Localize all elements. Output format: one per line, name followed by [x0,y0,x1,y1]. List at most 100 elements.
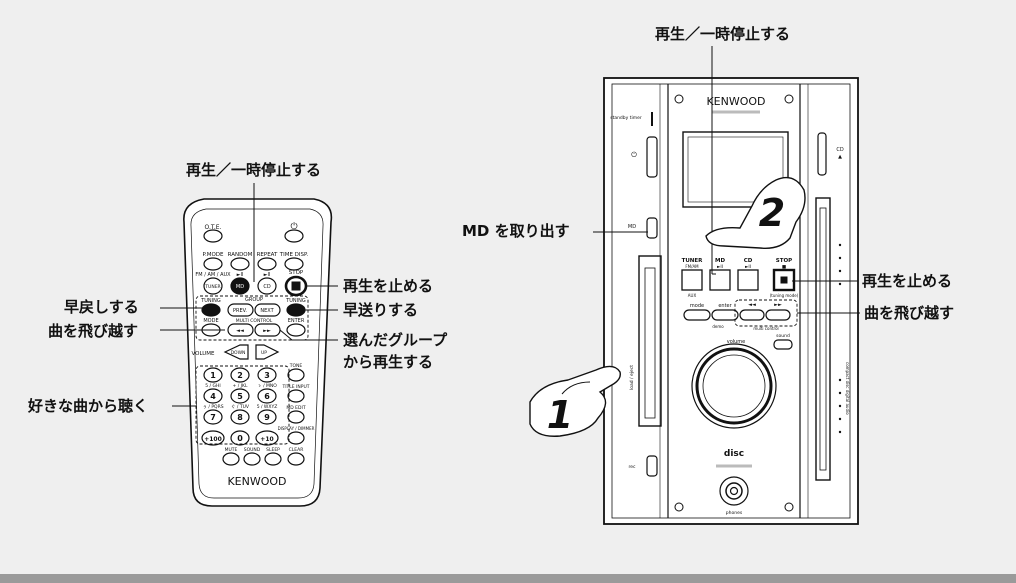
key-2: 2 [237,371,243,380]
label-remote-group-play-2: から再生する [343,353,434,371]
remote-mode-label: MODE [203,318,218,324]
remote-power-label: ⏻ [290,221,297,232]
remote-fmamaux-label: FM / AM / AUX [195,272,231,278]
remote-mdedit-label: MD EDIT [286,405,305,411]
remote-multicontrol-label: MULTI CONTROL [236,318,273,324]
label-remote-fast-forward: 早送りする [343,301,419,319]
key-1: 1 [210,371,216,380]
key-9-sub: 5 / WXYZ [257,404,278,410]
unit-enter-label: enter [718,303,732,309]
remote-mute-label: MUTE [225,447,238,453]
unit-sound-label: sound [776,333,790,339]
remote-enter-label: ENTER [288,318,305,324]
pointing-hand-1-icon: 1 [529,365,621,437]
key-3: 3 [264,371,270,380]
unit-aux-label: AUX [688,293,697,298]
unit-right-slot-text: compact disc digital audio [845,362,850,415]
remote-next-key: NEXT [260,308,274,314]
step-2-number: 2 [759,191,785,235]
key-8: 8 [237,413,243,422]
remote-tuning-left-label: TUNING [200,298,221,304]
key-7-sub: ぅ / PQRS [202,404,223,410]
label-remote-skip: 曲を飛び越す [48,322,139,340]
unit-tuner-label: TUNER [682,258,704,264]
remote-prev-key: PREV. [233,308,247,314]
unit-disc-logo: disc [724,449,744,459]
label-remote-play-pause: 再生／一時停止する [186,161,322,179]
remote-tone-label: TONE [289,363,303,369]
remote-ote-label: O.T.E. [205,224,222,231]
unit-demo-label: demo [712,324,724,329]
remote-pmode-label: P.MODE [203,252,225,258]
unit-left-slot-text: load / eject [629,365,635,390]
pointing-hand-2-icon: 2 [705,176,806,249]
remote-sound-label: SOUND [244,447,261,453]
key-0: 0 [237,434,243,443]
label-remote-rewind: 早戻しする [64,298,139,316]
unit-volume-label: volume [727,339,746,345]
unit-stop-icon: ■ [782,265,786,270]
remote-up-key: UP [261,350,267,356]
unit-tuningmode-label: (tuning mode) [770,293,799,298]
unit-phones-label: phones [726,510,743,516]
remote-volume-label: VOLUME [191,351,215,357]
remote-md-key: MD [236,284,244,290]
label-remote-stop: 再生を止める [343,277,434,295]
remote-group-label: GROUP [245,297,263,303]
remote-brand-logo: KENWOOD [227,475,286,488]
keypad [201,367,305,466]
label-unit-eject: MD を取り出す [462,222,570,240]
key-10: +10 [260,436,273,443]
remote-clear-label: CLEAR [289,447,304,453]
unit-md-label: MD [715,258,725,264]
remote-cd-top-label: ►II [264,272,271,278]
unit-rec-label: rec [629,464,637,470]
remote-random-label: RANDOM [228,252,253,258]
unit-ff-icon: ►► [774,302,782,308]
unit-texts: KENWOOD standby timer ⏻ MD CD ▲ TUNER FM… [610,95,850,516]
remote-repeat-label: REPEAT [257,252,278,258]
label-remote-group-play: 選んだグループ [343,331,448,349]
unit-cd-small-label: CD [836,147,843,153]
remote-timedisp-label: TIME DISP. [279,252,309,258]
remote-leader-lines [160,183,338,407]
remote-stop-label: STOP [289,270,304,276]
key-6: 6 [264,392,270,401]
main-unit [603,77,859,525]
remote-texts: O.T.E. ⏻ P.MODE RANDOM REPEAT TIME DISP.… [191,221,314,488]
remote-md-top-label: ►II [237,272,244,278]
remote-down-key: DOWN [231,350,246,356]
label-remote-favorite: 好きな曲から聴く [28,397,149,415]
remote-rew-key: ◄◄ [236,328,244,334]
unit-mode-label: mode [690,303,704,309]
bottom-bar [0,574,1016,583]
unit-stop-label: STOP [776,258,792,264]
key-100: +100 [204,436,222,443]
key-7: 7 [210,413,216,422]
unit-cd-play-icon: ►II [745,264,751,270]
remote-tuning-right-label: TUNING [285,298,306,304]
unit-md-small-label: MD [628,224,636,230]
label-unit-play-pause: 再生／一時停止する [655,25,791,43]
key-5-sub: + / JKL [233,383,248,389]
remote-ff-key: ►► [263,328,271,334]
key-5: 5 [237,392,243,401]
key-6-sub: ゝ / MNO [257,383,277,389]
unit-power-icon: ⏻ [631,151,637,159]
unit-md-play-icon: ►II [717,264,723,270]
key-9: 9 [264,413,270,422]
remote-display-label: DISPLAY / DIMMER [278,426,315,431]
remote-cd-key: CD [263,284,270,290]
label-unit-skip: 曲を飛び越す [864,304,955,322]
key-4-sub: 5 / GHI [205,383,220,389]
remote-titleinput-label: TITLE INPUT [281,384,309,390]
step-1-number: 1 [547,393,573,437]
unit-standby-label: standby timer [610,115,642,121]
remote-sleep-label: SLEEP [266,447,280,453]
key-4: 4 [210,392,216,401]
unit-multicontrol-label: multi control [753,326,778,331]
unit-cd-eject-icon: ▲ [838,154,842,160]
key-8-sub: ぐ / TUV [231,404,250,410]
unit-rew-icon: ◄◄ [748,302,756,308]
